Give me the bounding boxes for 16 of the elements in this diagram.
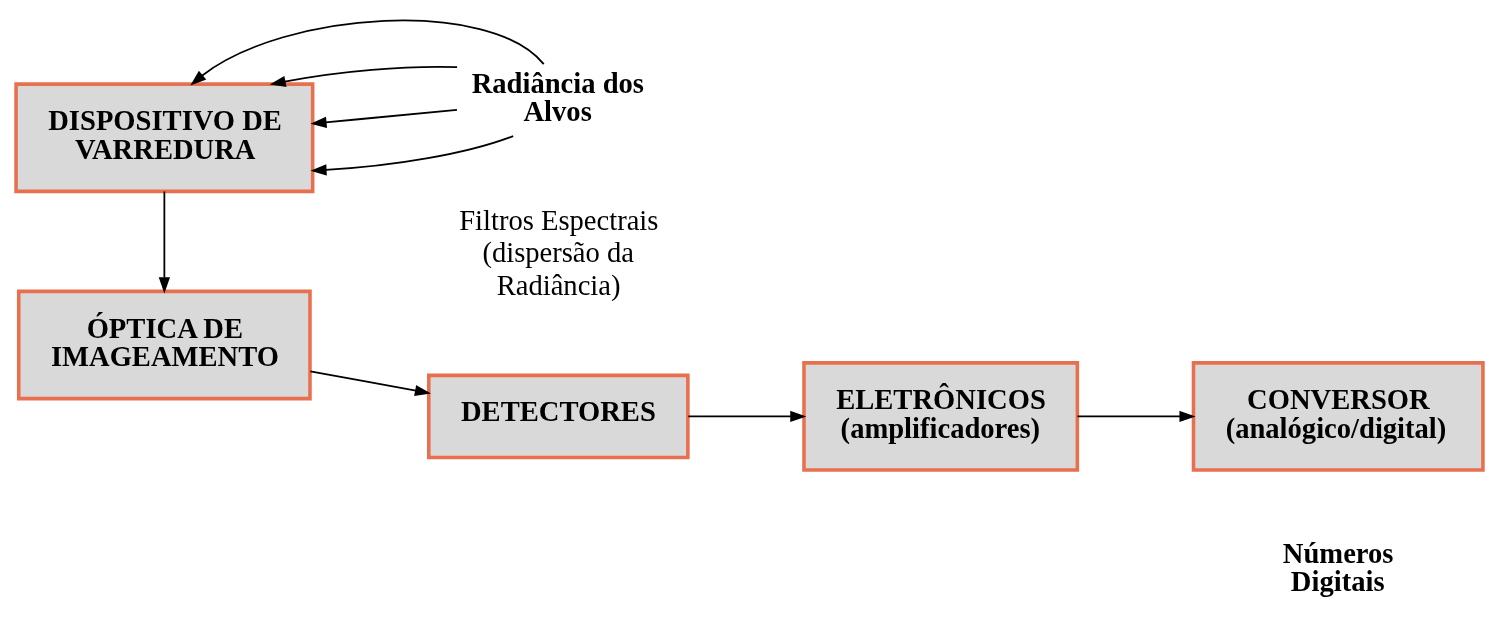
node-box: DISPOSITIVO DE VARREDURA <box>14 81 315 193</box>
arrow <box>158 190 170 293</box>
label: Números Digitais <box>1282 537 1394 597</box>
node-box: DETECTORES <box>427 373 690 459</box>
node-box: ÓPTICA DE IMAGEAMENTO <box>16 289 312 400</box>
arrow <box>310 108 458 128</box>
node-text: Radiância dos Alvos <box>471 67 644 127</box>
arrow <box>310 134 515 175</box>
node-box: CONVERSOR (analógico/digital) <box>1191 360 1485 472</box>
arrow <box>190 19 545 86</box>
label: Filtros Espectrais (dispersão da Radiância) <box>459 204 659 301</box>
node-box: ELETRÔNICOS (amplificadores) <box>802 360 1080 472</box>
arrow <box>1076 410 1196 422</box>
arrow <box>309 370 431 396</box>
arrow <box>269 65 458 87</box>
arrow <box>687 410 807 422</box>
